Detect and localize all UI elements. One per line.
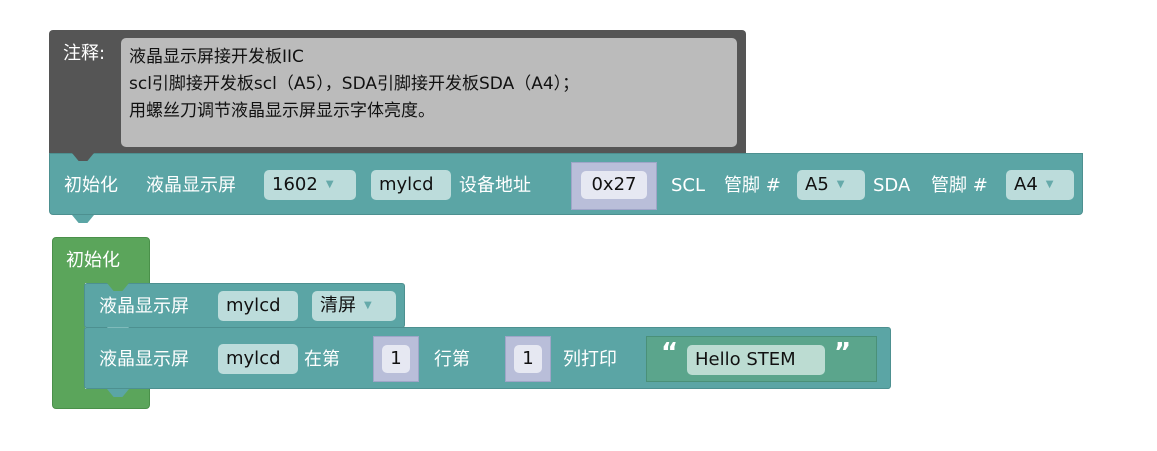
comment-block[interactable]: 注释: 液晶显示屏接开发板IIC scl引脚接开发板scl（A5），SDA引脚接… (49, 30, 746, 156)
lcd-label: 液晶显示屏 (99, 349, 189, 370)
text-input[interactable]: Hello STEM (687, 345, 825, 375)
lcd-var-value: mylcd (226, 348, 281, 369)
sda-pin-dropdown[interactable]: A4 ▼ (1006, 170, 1074, 200)
print-label: 列打印 (563, 349, 617, 370)
lcd-var-field[interactable]: mylcd (371, 170, 451, 200)
lcd-init-block[interactable]: 初始化 液晶显示屏 1602 ▼ mylcd 设备地址 0x27 SCL 管脚 #… (49, 153, 1083, 223)
open-quote-icon: “ (661, 338, 679, 368)
lcd-label: 液晶显示屏 (99, 296, 189, 317)
comment-line: scl引脚接开发板scl（A5），SDA引脚接开发板SDA（A4）； (129, 74, 580, 94)
clear-action-value: 清屏 (320, 295, 356, 316)
dropdown-arrow-icon: ▼ (1045, 179, 1054, 190)
comment-line: 用螺丝刀调节液晶显示屏显示字体亮度。 (129, 101, 435, 121)
connector-notch (72, 153, 94, 161)
lcd-label: 液晶显示屏 (146, 175, 236, 196)
dropdown-arrow-icon: ▼ (836, 179, 845, 190)
connector-notch (107, 283, 129, 291)
col-label: 行第 (434, 349, 470, 370)
scl-pin-dropdown[interactable]: A5 ▼ (797, 170, 865, 200)
addr-input[interactable]: 0x27 (581, 171, 647, 199)
init-label: 初始化 (64, 175, 118, 196)
lcd-clear-block[interactable]: 液晶显示屏 mylcd 清屏 ▼ (84, 283, 405, 328)
scl-label: SCL (671, 175, 706, 196)
lcd-var-field[interactable]: mylcd (218, 344, 298, 374)
setup-label: 初始化 (66, 250, 120, 271)
lcd-var-value: mylcd (226, 295, 281, 316)
addr-label: 设备地址 (459, 175, 531, 196)
clear-action-dropdown[interactable]: 清屏 ▼ (312, 291, 396, 321)
scl-pin-value: A5 (805, 174, 829, 195)
close-quote-icon: ” (834, 338, 852, 368)
connector-notch (107, 327, 129, 336)
dropdown-arrow-icon: ▼ (364, 300, 372, 311)
comment-line: 液晶显示屏接开发板IIC (129, 47, 304, 67)
row-label: 在第 (304, 349, 340, 370)
lcd-var-value: mylcd (379, 174, 434, 195)
col-input[interactable]: 1 (514, 345, 542, 373)
sda-label: SDA (873, 175, 911, 196)
pin-label: 管脚 # (931, 175, 988, 196)
comment-label: 注释: (63, 43, 106, 64)
addr-value-block[interactable]: 0x27 (571, 162, 657, 210)
col-value-block[interactable]: 1 (505, 336, 551, 382)
lcd-model-dropdown[interactable]: 1602 ▼ (264, 170, 356, 200)
pin-label: 管脚 # (724, 175, 781, 196)
row-value-block[interactable]: 1 (373, 336, 419, 382)
row-input[interactable]: 1 (382, 345, 410, 373)
sda-pin-value: A4 (1014, 174, 1038, 195)
connector-tab (72, 215, 94, 223)
lcd-print-block[interactable]: 液晶显示屏 mylcd 在第 1 行第 1 列打印 “ Hello STEM ” (84, 327, 891, 397)
lcd-model-value: 1602 (272, 174, 318, 195)
lcd-var-field[interactable]: mylcd (218, 291, 298, 321)
text-value-block[interactable]: “ Hello STEM ” (646, 336, 877, 382)
comment-textarea[interactable]: 液晶显示屏接开发板IIC scl引脚接开发板scl（A5），SDA引脚接开发板S… (121, 38, 737, 147)
connector-tab (107, 389, 129, 397)
dropdown-arrow-icon: ▼ (325, 179, 334, 190)
